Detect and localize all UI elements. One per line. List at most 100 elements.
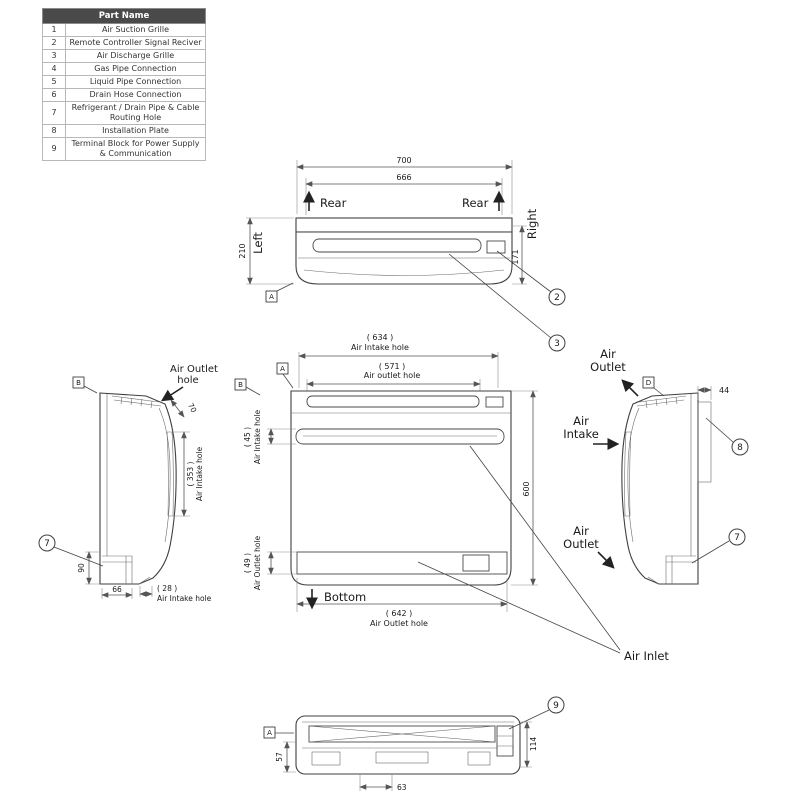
dim-44: 44 xyxy=(719,386,729,395)
right-ext-44 xyxy=(697,386,712,400)
left-callout-7-leader xyxy=(53,546,104,567)
part-number: 8 xyxy=(42,124,66,138)
table-header: Part Name xyxy=(42,8,206,24)
callout-8-circle xyxy=(731,438,749,456)
right-air-outlet-bottom-2: Outlet xyxy=(563,537,599,551)
bottom-view-inner-lines xyxy=(302,721,514,749)
part-number: 5 xyxy=(42,75,66,89)
installation-plate xyxy=(697,401,712,483)
front-marker-b-box xyxy=(234,378,247,391)
part-name: Drain Hose Connection xyxy=(65,88,206,102)
table-row: 5 Liquid Pipe Connection xyxy=(42,75,206,89)
right-callout-7: 7 xyxy=(734,533,740,543)
label-rear-left: Rear xyxy=(320,196,347,210)
part-number: 4 xyxy=(42,62,66,76)
terminal-block-lines xyxy=(497,735,513,747)
bottom-foot-left xyxy=(311,751,341,766)
label-rear-right: Rear xyxy=(462,196,489,210)
parts-table: Part Name 1 Air Suction Grille 2 Remote … xyxy=(42,8,206,161)
callout-2: 2 xyxy=(554,293,560,303)
part-number: 1 xyxy=(42,23,66,37)
label-left: Left xyxy=(251,232,265,254)
right-callout-7-circle xyxy=(728,528,746,546)
right-marker-d-box xyxy=(642,376,655,389)
callout-2-circle xyxy=(548,288,566,306)
table-row: 4 Gas Pipe Connection xyxy=(42,62,206,76)
dim-63: 63 xyxy=(397,783,407,792)
part-number: 6 xyxy=(42,88,66,102)
air-intake-slot xyxy=(295,428,505,445)
label-right: Right xyxy=(525,208,539,239)
dim-171: 171 xyxy=(511,249,520,264)
dim-114: 114 xyxy=(529,737,538,752)
right-marker-d-leader xyxy=(653,387,665,397)
dim-28: ( 28 ) xyxy=(157,584,177,593)
dim-210: 210 xyxy=(238,243,247,258)
table-row: 7 Refrigerant / Drain Pipe & Cable Routi… xyxy=(42,101,206,125)
right-air-outlet-bottom-arrow-icon xyxy=(597,551,615,569)
top-view-marker-a: A xyxy=(269,293,274,301)
dim-700: 700 xyxy=(396,156,411,165)
right-callout-7-leader xyxy=(691,540,730,564)
table-header-row: Part Name xyxy=(42,8,206,24)
table-row: 1 Air Suction Grille xyxy=(42,23,206,37)
dim-642-label: Air Outlet hole xyxy=(370,619,428,628)
right-air-intake-1: Air xyxy=(573,414,589,428)
left-ext-28 xyxy=(139,586,153,597)
air-inlet-label: Air Inlet xyxy=(624,649,669,663)
left-dimline-70 xyxy=(170,399,185,418)
callout-8: 8 xyxy=(737,443,743,453)
left-side-view: B Air Outlet hole 70 ( 353 ) Air Intake … xyxy=(38,364,218,603)
dim-642: ( 642 ) xyxy=(386,609,413,618)
front-view: ( 634 ) Air Intake hole ( 571 ) Air outl… xyxy=(234,333,538,628)
right-air-outlet-top-1: Air xyxy=(600,347,616,361)
bottom-foot-right xyxy=(467,751,491,766)
left-side-profile xyxy=(99,392,177,585)
left-callout-7-circle xyxy=(38,534,56,552)
air-discharge-grille xyxy=(312,238,482,253)
air-inlet-leaders xyxy=(417,445,621,654)
front-display-window xyxy=(462,554,490,572)
callout-3: 3 xyxy=(554,339,560,349)
part-number: 3 xyxy=(42,49,66,63)
bottom-air-outlet-grille xyxy=(296,551,508,575)
bottom-grille-crosshatch xyxy=(308,725,496,743)
right-side-profile xyxy=(621,392,699,585)
dim-57: 57 xyxy=(275,752,284,762)
dim-634: ( 634 ) xyxy=(367,333,394,342)
left-marker-b: B xyxy=(76,379,81,387)
bottom-ext-63 xyxy=(359,774,393,791)
front-marker-b-leader xyxy=(245,386,261,396)
table-row: 8 Installation Plate xyxy=(42,124,206,138)
bottom-center-detail xyxy=(375,751,429,764)
air-inlet-callout: Air Inlet xyxy=(417,445,669,663)
top-view-front-curve xyxy=(303,269,505,276)
left-air-outlet-arrow-icon xyxy=(160,386,184,402)
top-view-marker-a-box xyxy=(265,290,278,303)
dim-571-label: Air outlet hole xyxy=(364,371,421,380)
top-view-marker-a-leader xyxy=(276,282,294,292)
dim-90: 90 xyxy=(77,563,86,573)
part-name: Gas Pipe Connection xyxy=(65,62,206,76)
bottom-marker-a-box xyxy=(263,726,276,739)
part-name: Terminal Block for Power Supply & Commun… xyxy=(65,137,206,161)
bottom-view: 9 114 57 63 A xyxy=(263,696,565,792)
callout-2-leader xyxy=(496,250,552,293)
callout-8-leader xyxy=(705,417,734,443)
part-name: Liquid Pipe Connection xyxy=(65,75,206,89)
terminal-block xyxy=(496,725,514,757)
front-top-right-detail xyxy=(485,396,504,408)
dim-634-label: Air Intake hole xyxy=(351,343,409,352)
table-row: 9 Terminal Block for Power Supply & Comm… xyxy=(42,137,206,161)
part-name: Air Suction Grille xyxy=(65,23,206,37)
dim-45-label: Air Intake hole xyxy=(253,409,262,464)
part-number: 2 xyxy=(42,36,66,50)
left-callout-7: 7 xyxy=(44,539,50,549)
right-air-intake-2: Intake xyxy=(563,427,599,441)
dim-353-label: Air Intake hole xyxy=(195,446,204,501)
part-name: Air Discharge Grille xyxy=(65,49,206,63)
right-air-outlet-top-2: Outlet xyxy=(590,360,626,374)
front-marker-b: B xyxy=(238,381,243,389)
